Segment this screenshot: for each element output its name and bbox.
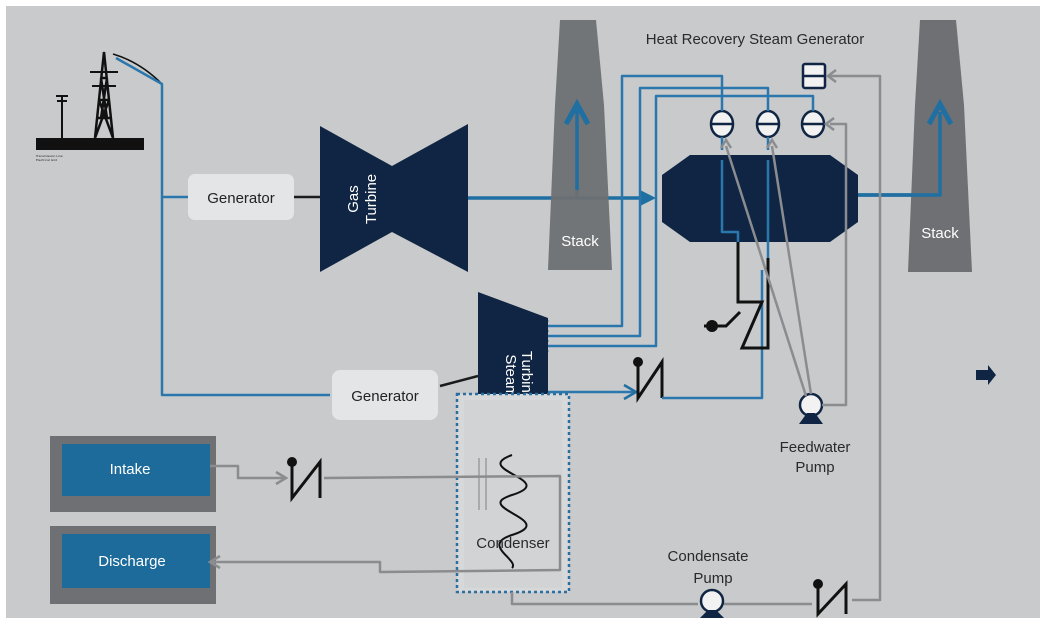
diagram-title: Heat Recovery Steam Generator [646,31,864,48]
feedwater-pump-label-2: Pump [795,459,834,476]
discharge: Discharge [50,526,216,604]
cooling-water-lines [207,464,562,574]
steam-turbine-label-2: Turbine [518,351,535,401]
condenser: Condenser [455,392,571,594]
gas-turbine-label-2: Turbine [363,174,380,224]
check-valve-icon [633,357,664,403]
hrsg-body [662,155,858,242]
power-line-top [115,56,188,199]
next-arrow-icon[interactable] [976,365,996,385]
condensate-pump-label-1: Condensate [668,548,749,565]
gas-turbine-label-1: Gas [345,185,362,213]
generator-top: Generator [188,174,294,220]
steam-turbine-label-1: Steam [502,354,519,397]
stack-left: Stack [548,20,612,270]
intake: Intake [50,436,216,512]
condensate-pump-icon [699,588,725,618]
generator-bottom-label: Generator [351,388,419,405]
condensate-check-valve-icon [813,579,848,618]
grid-caption-line1: Transmission Line [35,154,63,158]
shaft-steam [439,374,479,388]
grid-caption-line2: Electrical Grid [36,158,57,162]
intake-check-valve-icon [287,457,322,503]
condensate-line [510,592,698,606]
power-line-bottom [160,197,330,397]
exhaust-arrow [640,190,656,206]
feedwater-pump-icon [798,392,824,424]
feedwater-lines [719,69,882,602]
generator-top-label: Generator [207,190,275,207]
stack-left-label: Stack [561,233,599,250]
return-line [662,270,764,400]
intake-label: Intake [110,461,151,478]
condensate-pump-label-2: Pump [693,570,732,587]
transmission-tower-icon: Transmission Line Electrical Grid [35,51,163,162]
generator-bottom: Generator [332,370,438,420]
stack-right-label: Stack [921,225,959,242]
discharge-label: Discharge [98,553,166,570]
stack-right-arrow [926,98,954,126]
control-valve-icon [704,160,770,350]
gas-turbine: Gas Turbine [320,124,468,272]
condenser-label: Condenser [476,535,549,552]
feedwater-pump-label-1: Feedwater [780,439,851,456]
